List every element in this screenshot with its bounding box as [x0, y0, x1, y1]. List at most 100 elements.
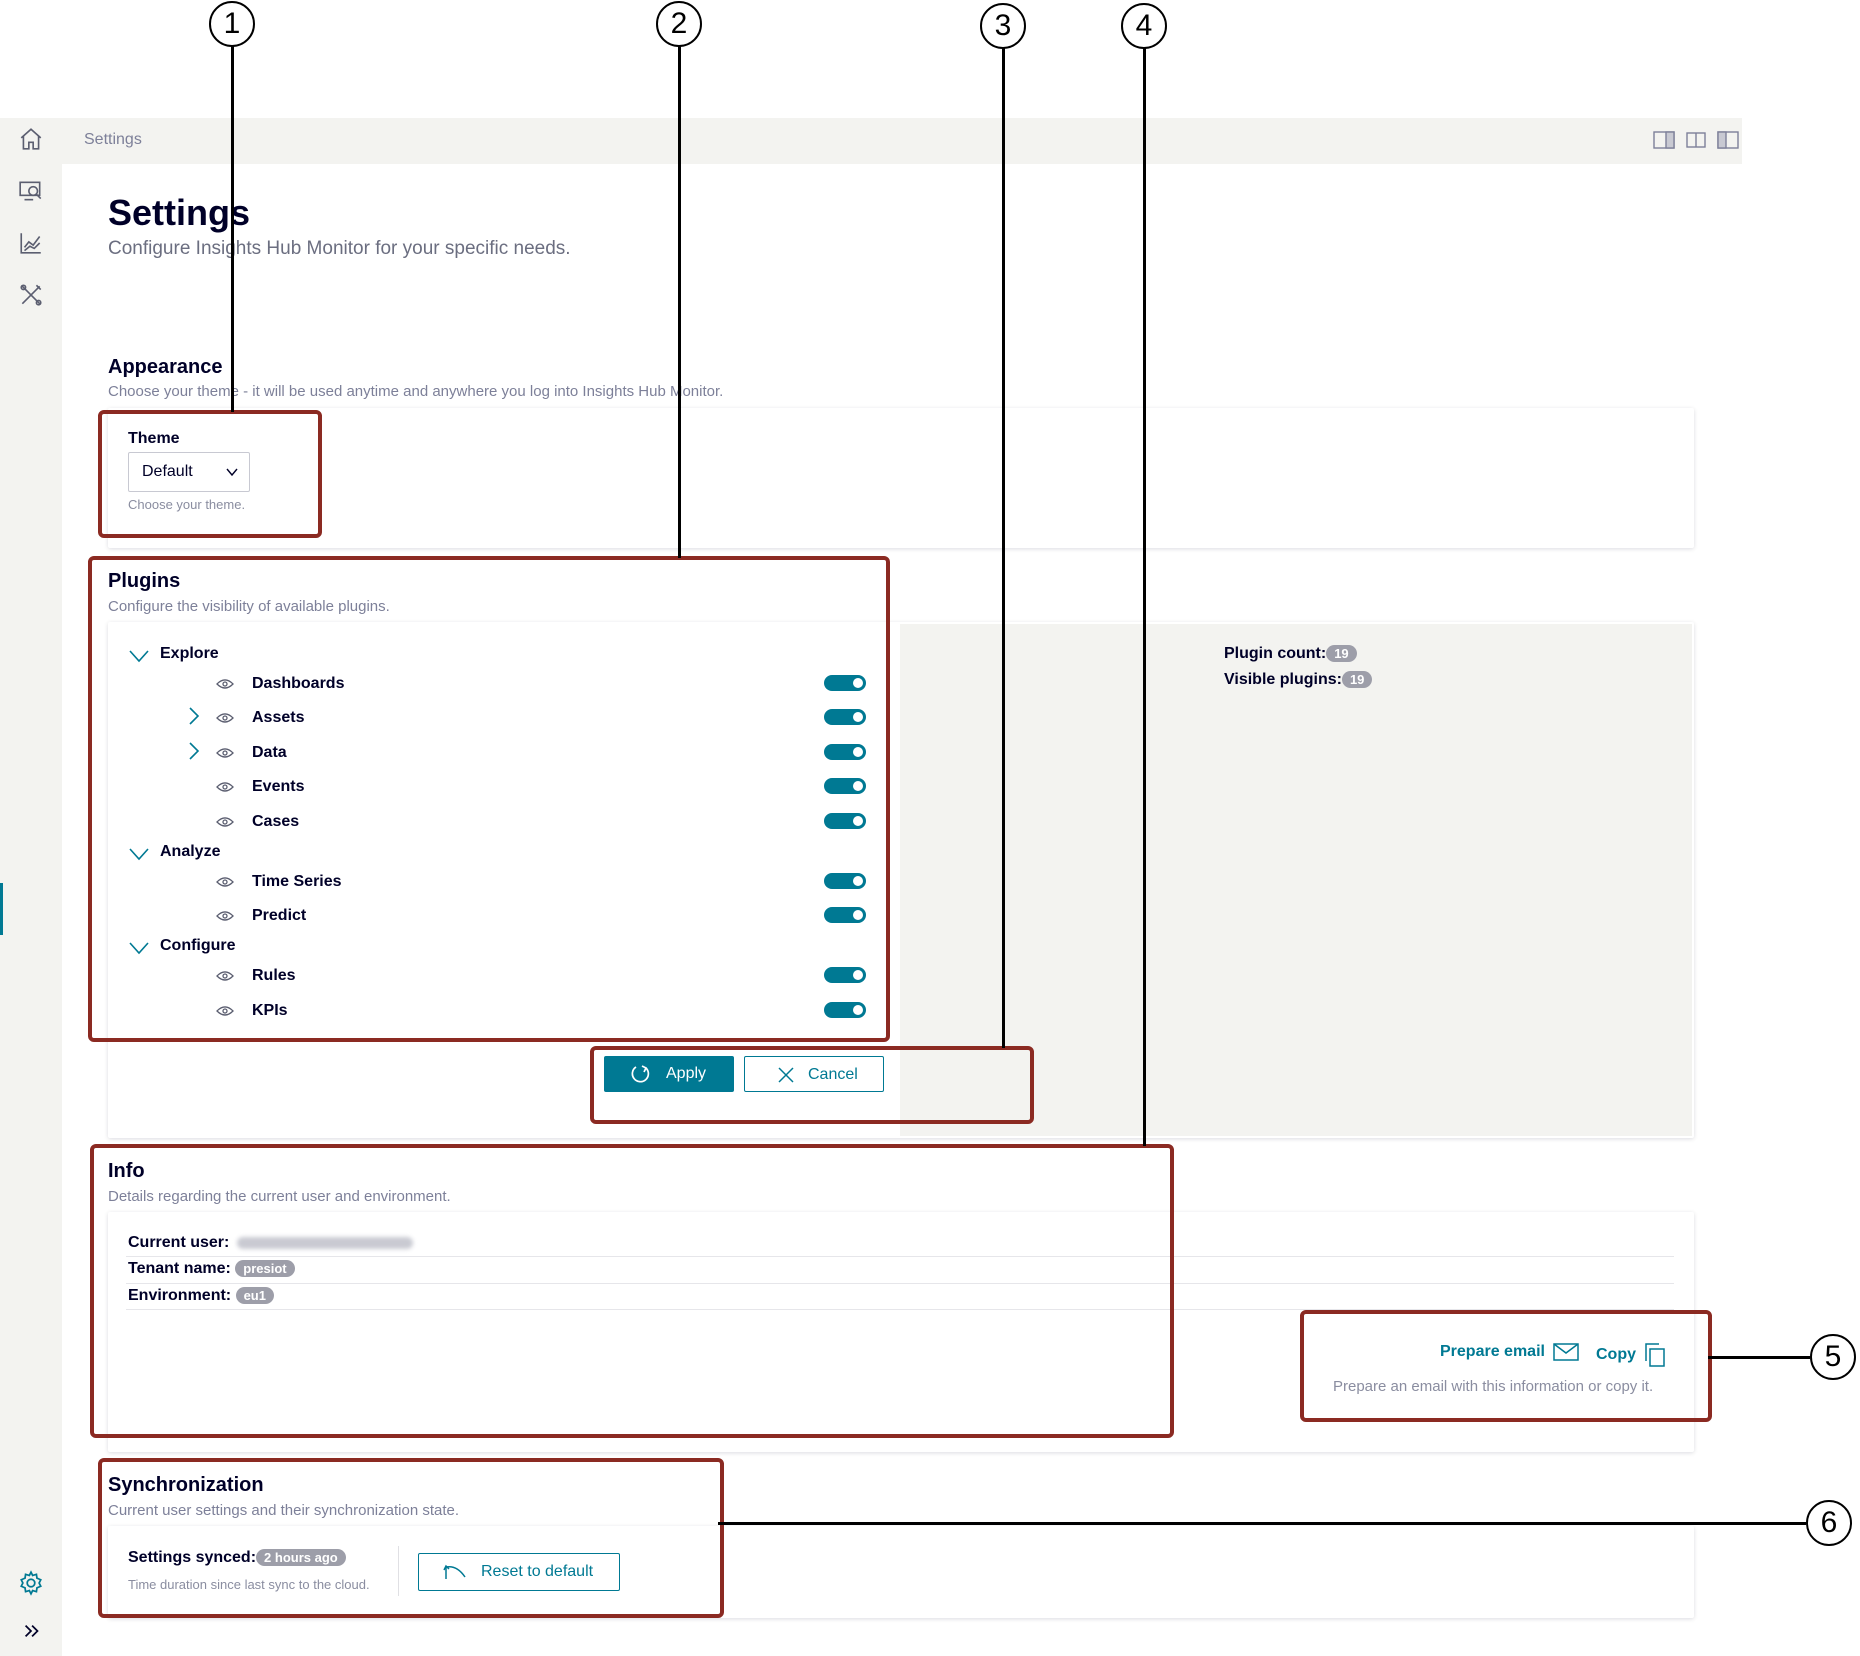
vertical-divider: [398, 1546, 399, 1596]
copy-button[interactable]: Copy: [1596, 1343, 1666, 1367]
reset-to-default-button[interactable]: Reset to default: [418, 1553, 620, 1591]
apply-button[interactable]: Apply: [604, 1056, 734, 1092]
copy-icon: [1645, 1343, 1666, 1367]
appearance-description: Choose your theme - it will be used anyt…: [108, 383, 724, 400]
monitor-search-icon[interactable]: [14, 174, 48, 208]
visible-plugins-badge: 19: [1341, 671, 1373, 689]
current-user-value-redacted: [237, 1236, 414, 1249]
appearance-card: [108, 408, 1694, 548]
plugin-visibility-toggle[interactable]: [824, 675, 866, 691]
theme-hint: Choose your theme.: [128, 497, 246, 512]
annotation-box-6: [98, 1458, 724, 1618]
settings-synced-label: Settings synced:: [128, 1549, 257, 1566]
sync-description: Current user settings and their synchron…: [108, 1502, 460, 1519]
annotation-leader-5: [1708, 1356, 1810, 1359]
environment-badge: eu1: [235, 1287, 274, 1305]
visible-plugins: Visible plugins:19: [1224, 671, 1373, 689]
plugin-label: Cases: [252, 813, 300, 830]
eye-icon: [216, 713, 234, 723]
annotation-marker-4: 4: [1121, 3, 1167, 49]
plugin-label: KPIs: [252, 1002, 288, 1019]
cancel-button[interactable]: Cancel: [744, 1056, 884, 1092]
plugin-group-analyze[interactable]: Analyze: [160, 843, 221, 860]
plugin-label: Assets: [252, 709, 305, 726]
settings-synced-badge: 2 hours ago: [256, 1549, 346, 1567]
plugin-group-configure[interactable]: Configure: [160, 937, 236, 954]
apply-label: Apply: [666, 1065, 707, 1082]
info-card: [108, 1212, 1694, 1452]
layout-left-panel-icon[interactable]: [1716, 128, 1740, 152]
chart-icon[interactable]: [14, 226, 48, 260]
close-icon: [778, 1067, 794, 1083]
cancel-label: Cancel: [808, 1066, 858, 1083]
eye-icon: [216, 679, 234, 689]
current-user-label: Current user:: [128, 1234, 230, 1251]
plugin-visibility-toggle[interactable]: [824, 813, 866, 829]
eye-icon: [216, 817, 234, 827]
plugin-group-explore[interactable]: Explore: [160, 645, 219, 662]
info-actions-hint: Prepare an email with this information o…: [1333, 1378, 1654, 1395]
plugin-visibility-toggle[interactable]: [824, 709, 866, 725]
plugin-label: Data: [252, 744, 287, 761]
divider: [126, 1309, 1674, 1310]
environment-row: Environment: eu1: [128, 1287, 274, 1305]
sync-card: [108, 1526, 1694, 1618]
plugin-count-label: Plugin count:: [1224, 645, 1327, 662]
plugin-visibility-toggle[interactable]: [824, 873, 866, 889]
eye-icon: [216, 877, 234, 887]
eye-icon: [216, 971, 234, 981]
copy-label: Copy: [1596, 1346, 1636, 1364]
eye-icon: [216, 1006, 234, 1016]
plugin-visibility-toggle[interactable]: [824, 744, 866, 760]
plugin-label: Dashboards: [252, 675, 345, 692]
side-rail: [0, 118, 63, 1656]
plugin-visibility-toggle[interactable]: [824, 1002, 866, 1018]
tenant-row: Tenant name: presiot: [128, 1260, 295, 1278]
chevron-down-icon[interactable]: [128, 941, 150, 955]
tools-icon[interactable]: [14, 278, 48, 312]
chevron-down-icon[interactable]: [128, 649, 150, 663]
sync-title: Synchronization: [108, 1474, 264, 1496]
prepare-email-button[interactable]: Prepare email: [1440, 1343, 1580, 1361]
chevron-right-icon[interactable]: [188, 741, 200, 761]
chevron-right-icon[interactable]: [188, 706, 200, 726]
annotation-marker-3: 3: [980, 3, 1026, 49]
breadcrumb: Settings: [84, 131, 142, 148]
annotation-box-2: [88, 556, 890, 1042]
annotation-leader-3: [1002, 48, 1005, 1048]
layout-split-icon[interactable]: [1684, 128, 1708, 152]
page-title: Settings: [108, 192, 251, 233]
annotation-leader-6: [718, 1522, 1806, 1525]
plugins-description: Configure the visibility of available pl…: [108, 598, 390, 615]
double-chevron-right-icon[interactable]: [14, 1614, 48, 1648]
chevron-down-icon: [226, 468, 238, 477]
annotation-box-4: [90, 1144, 1174, 1438]
annotation-marker-2: 2: [656, 1, 702, 47]
eye-icon: [216, 748, 234, 758]
plugin-visibility-toggle[interactable]: [824, 907, 866, 923]
top-bar: Settings: [62, 118, 1742, 164]
home-icon[interactable]: [14, 122, 48, 156]
plugin-label: Events: [252, 778, 305, 795]
theme-select[interactable]: Default: [128, 452, 250, 492]
refresh-icon: [631, 1065, 650, 1083]
annotation-box-5: [1300, 1310, 1712, 1422]
reset-label: Reset to default: [481, 1563, 594, 1580]
chevron-down-icon[interactable]: [128, 847, 150, 861]
gear-icon[interactable]: [14, 1566, 48, 1600]
plugin-visibility-toggle[interactable]: [824, 967, 866, 983]
mail-icon: [1553, 1343, 1580, 1361]
plugin-visibility-toggle[interactable]: [824, 778, 866, 794]
reset-icon: [443, 1564, 466, 1579]
plugins-title: Plugins: [108, 570, 181, 592]
appearance-title: Appearance: [108, 356, 223, 378]
environment-label: Environment:: [128, 1287, 232, 1304]
info-description: Details regarding the current user and e…: [108, 1188, 451, 1205]
layout-right-panel-icon[interactable]: [1652, 128, 1676, 152]
annotation-marker-5: 5: [1810, 1334, 1856, 1380]
tenant-label: Tenant name:: [128, 1260, 231, 1277]
page-subtitle: Configure Insights Hub Monitor for your …: [108, 238, 571, 259]
info-title: Info: [108, 1160, 145, 1182]
plugin-count-badge: 19: [1326, 645, 1357, 663]
annotation-marker-1: 1: [209, 1, 255, 47]
